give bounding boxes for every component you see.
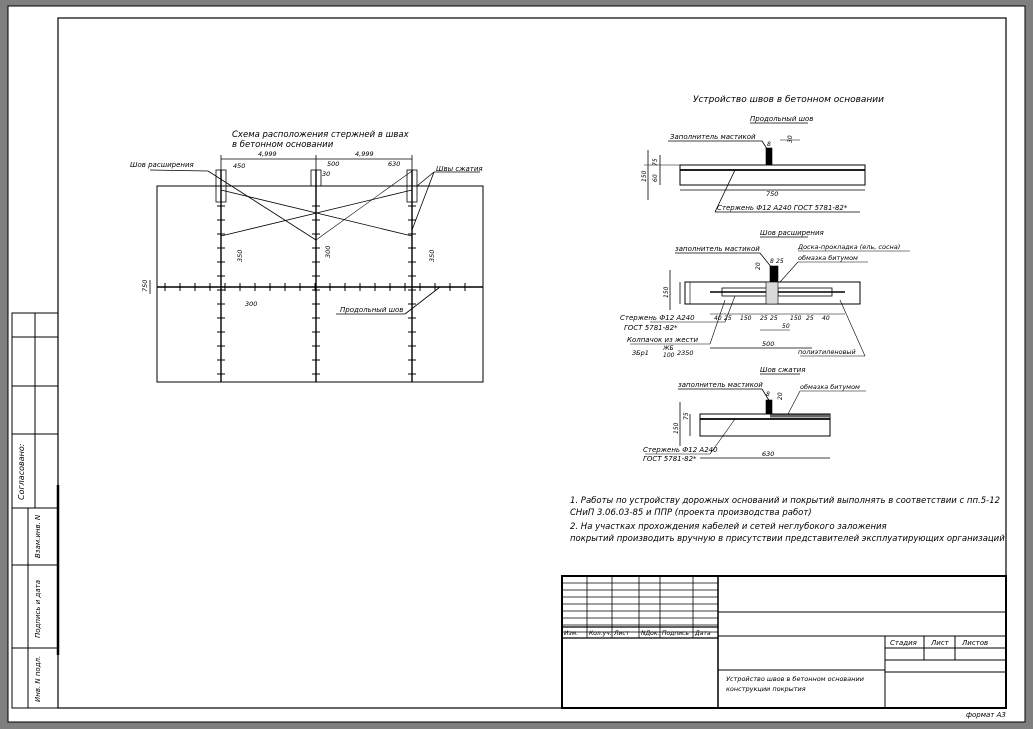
scheme-title-1: Схема расположения стержней в швах — [232, 130, 410, 140]
comp-dim-630: 630 — [762, 450, 774, 458]
comp-rod-2: ГОСТ 5781-82* — [643, 455, 697, 463]
label-expansion: Шов расширения — [130, 161, 194, 169]
vzam-inv-label: Взам.инв. N — [34, 514, 42, 558]
long-dim-8: 8 — [767, 141, 771, 148]
dim-30: 30 — [322, 170, 330, 178]
long-rod: Стержень Ф12 А240 ГОСТ 5781-82* — [717, 204, 848, 212]
comp-caption: Шов сжатия — [760, 366, 805, 374]
long-joint-detail — [644, 139, 866, 213]
tb-col-header: Изм. — [564, 630, 578, 637]
note-line-2: СНиП 3.06.03-85 и ППР (проекта производс… — [570, 508, 812, 518]
exp-filler: заполнитель мастикой — [675, 245, 760, 253]
dim-top-right: 4,999 — [355, 150, 374, 158]
slab-plan — [149, 155, 484, 383]
tb-col-header: Подпись — [662, 630, 689, 637]
label-longitudinal: Продольный шов — [340, 306, 403, 314]
tb-listov: Листов — [961, 639, 988, 647]
exp-dim-500: 500 — [762, 340, 774, 348]
long-caption: Продольный шов — [750, 115, 813, 123]
dim-top-left: 4,999 — [258, 150, 277, 158]
tb-doc-title-2: конструкции покрытия — [726, 685, 806, 693]
exp-joint-detail — [630, 250, 910, 357]
long-dim-750: 750 — [766, 190, 778, 198]
long-dim-60: 60 — [652, 174, 659, 182]
note-line-3: 2. На участках прохождения кабелей и сет… — [570, 522, 887, 532]
note-line-4: покрытий производить вручную в присутств… — [570, 534, 1005, 544]
dim-h-right: 350 — [428, 250, 436, 262]
dim-630: 630 — [388, 160, 400, 168]
exp-dim-row-item: 25 — [770, 315, 778, 322]
note-line-1: 1. Работы по устройству дорожных основан… — [570, 496, 1000, 506]
comp-filler: заполнитель мастикой — [678, 381, 763, 389]
left-strip — [11, 312, 60, 709]
paper — [7, 5, 1026, 723]
comp-paint: обмазка битумом — [800, 383, 860, 391]
exp-cap: Колпачок из жести — [627, 336, 699, 344]
long-dim-150: 150 — [641, 170, 648, 182]
exp-zh1: ЖБ — [662, 345, 674, 352]
scheme-title-2: в бетонном основании — [232, 140, 334, 150]
comp-dim-150: 150 — [673, 422, 680, 434]
exp-rod-2: ГОСТ 5781-82* — [624, 324, 678, 332]
label-compression: Швы сжатия — [436, 165, 483, 173]
exp-dim-row-item: 25 — [806, 315, 814, 322]
long-dim-30: 30 — [787, 135, 794, 143]
exp-dim-150: 150 — [663, 286, 670, 298]
exp-gost: ЗБр1 — [632, 349, 649, 357]
exp-dim-row-item: 150 — [790, 315, 802, 322]
dim-500: 500 — [327, 160, 339, 168]
exp-zh2: 100 — [663, 352, 675, 359]
comp-dim-20: 20 — [777, 392, 784, 400]
dim-300: 300 — [245, 300, 257, 308]
exp-paint: обмазка битумом — [798, 254, 858, 262]
exp-dim-row-item: 40 — [714, 315, 722, 322]
exp-dim-8: 8 — [770, 258, 774, 265]
tb-col-header: Лист — [613, 630, 630, 637]
tb-doc-title-1: Устройство швов в бетонном основании — [726, 675, 864, 683]
exp-caption: Шов расширения — [760, 229, 824, 237]
tb-col-header: Кол.уч. — [589, 630, 612, 637]
inv-podl-label: Инв. N подл. — [34, 656, 42, 702]
exp-dim-row-item: 150 — [740, 315, 752, 322]
dim-450: 450 — [233, 162, 245, 170]
dim-h-mid: 300 — [324, 246, 332, 258]
comp-dim-75: 75 — [683, 412, 690, 420]
long-filler: Заполнитель мастикой — [670, 133, 756, 141]
tb-list: Лист — [930, 639, 950, 647]
title-block-grid: Изм. Кол.уч.Лист NДок.Подпись Дата — [561, 575, 719, 639]
tb-col-header: NДок. — [641, 630, 659, 637]
podpis-data-label: Подпись и дата — [34, 580, 42, 638]
exp-gost-num: 2350 — [677, 349, 694, 357]
dim-h-left: 350 — [236, 250, 244, 262]
rod-ticks — [164, 205, 466, 375]
dim-vert: 750 — [141, 280, 149, 292]
comp-rod-1: Стержень Ф12 А240 — [643, 446, 718, 454]
comp-dim-8: 8 — [766, 391, 770, 398]
comp-joint-detail — [645, 388, 866, 459]
exp-dim-50: 50 — [782, 323, 790, 330]
exp-pad: Доска-прокладка (ель, сосна) — [797, 243, 900, 251]
exp-rod-1: Стержень Ф12 А240 — [620, 314, 695, 322]
exp-dim-row-item: 40 — [822, 315, 830, 322]
tb-stadiya: Стадия — [890, 639, 917, 647]
joints-title: Устройство швов в бетонном основании — [693, 95, 884, 105]
format-label: формат А3 — [966, 711, 1006, 719]
exp-dim-20: 20 — [755, 262, 762, 270]
exp-cap-right: полиэтиленовый — [798, 348, 856, 356]
soglasovano-label: Согласовано: — [17, 443, 26, 500]
tb-col-header: Дата — [694, 630, 711, 637]
exp-dim-25: 25 — [776, 258, 784, 265]
exp-dim-row-item: 25 — [724, 315, 732, 322]
exp-dim-row-item: 25 — [760, 315, 768, 322]
long-dim-75: 75 — [652, 158, 659, 166]
